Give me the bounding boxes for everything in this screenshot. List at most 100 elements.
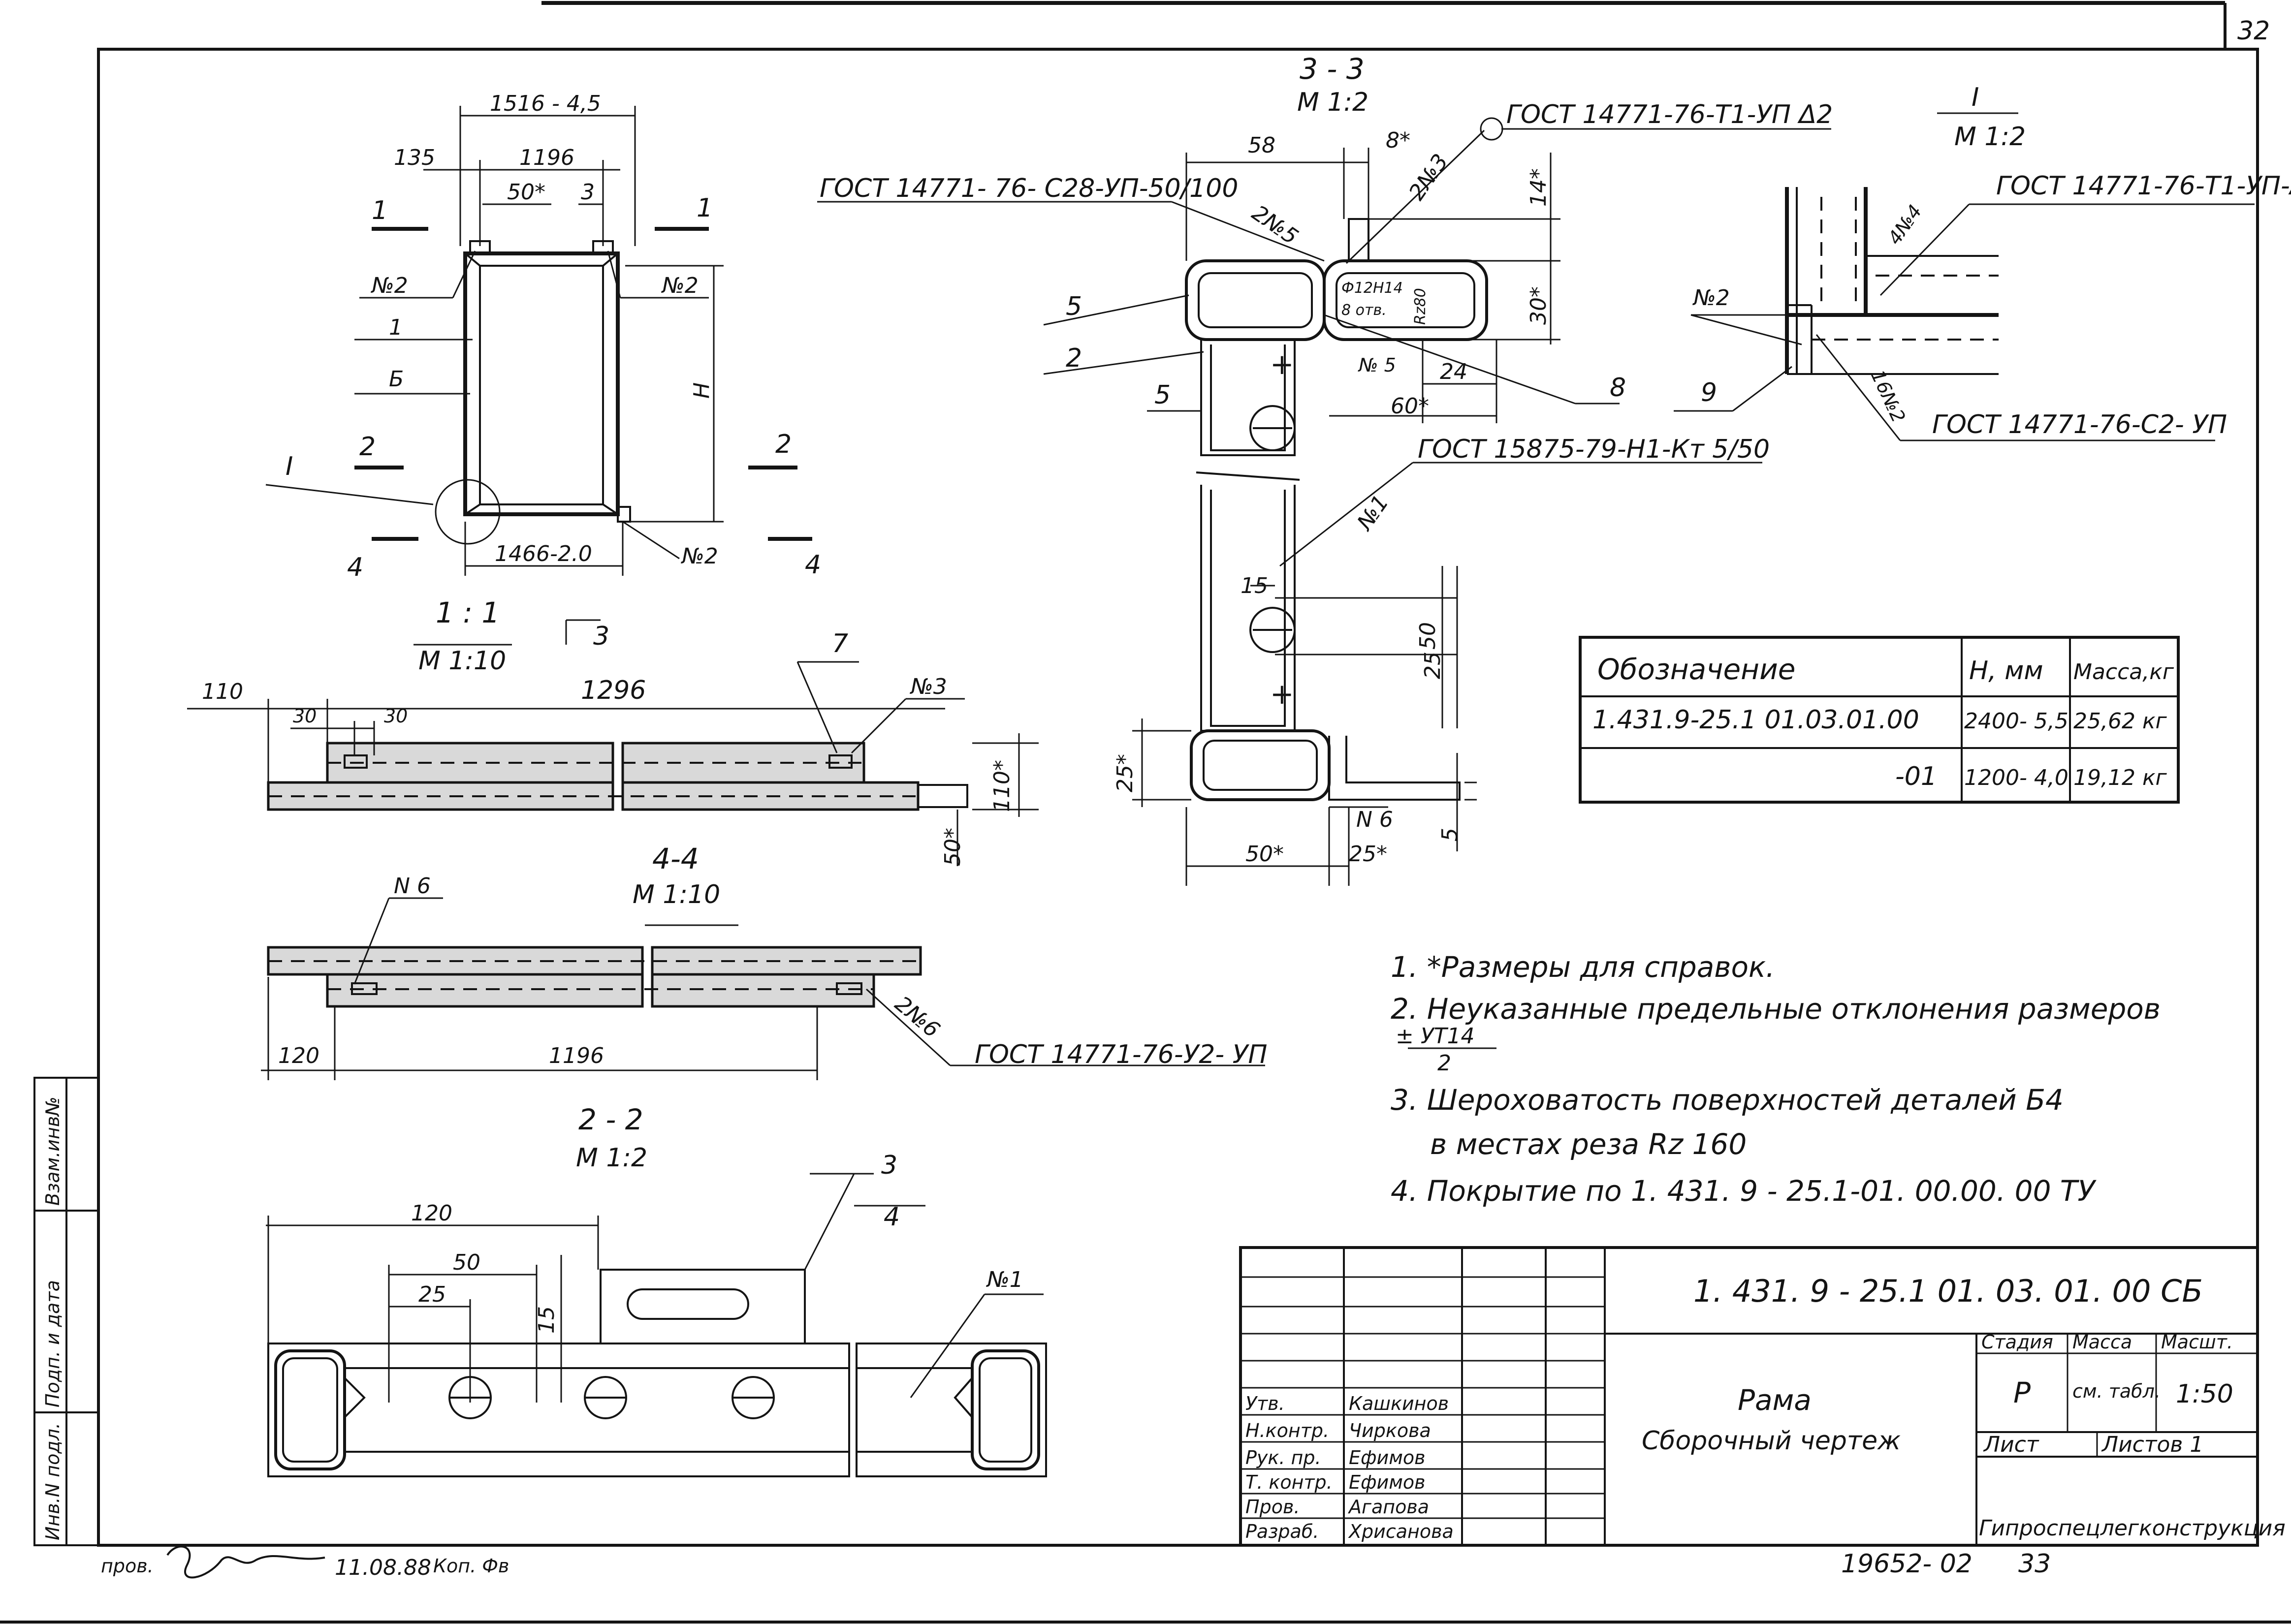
tb-stage-h: Стадия (1981, 1331, 2053, 1353)
weld-br: №2 (680, 544, 718, 569)
sec2-left: 2 (359, 432, 376, 462)
notes: 1. *Размеры для справок. 2. Неуказанные … (1391, 950, 2161, 1208)
sec22-25: 25 (418, 1282, 446, 1307)
tb-doc-code: 1. 431. 9 - 25.1 01. 03. 01. 00 СБ (1693, 1273, 2203, 1309)
detail-i-texts: I M 1:2 ГОСТ 14771-76-Т1-УП-Δ2 4№4 №2 9 … (1692, 83, 2291, 439)
sec33-58: 58 (1248, 133, 1275, 158)
sec22-pos3: 3 (881, 1151, 897, 1180)
sec22-pos4: 4 (884, 1202, 900, 1232)
note-2-den: 2 (1437, 1051, 1451, 1076)
sec33-25s-b: 25* (1349, 842, 1387, 867)
tb-name-3: Ефимов (1349, 1447, 1426, 1468)
dim-h: H (689, 382, 714, 399)
sec33-25: 25 (1420, 652, 1445, 679)
sec33-60: 60* (1391, 394, 1429, 419)
stamp-inv-podl: Инв.N подл. (42, 1423, 64, 1540)
weld-tl: №2 (370, 273, 408, 298)
sec33-no5: № 5 (1358, 354, 1396, 376)
dim-1296: 1296 (581, 676, 646, 705)
node-i: I (286, 452, 293, 481)
sec33-gost-top: ГОСТ 14771-76-Т1-УП Δ2 (1506, 100, 1833, 129)
sec33-5: 5 (1437, 828, 1463, 842)
plus-mark-b: + (1270, 677, 1294, 711)
sec33-holes: 8 отв. (1341, 302, 1387, 319)
dim-1196: 1196 (519, 145, 574, 170)
pos-7: 7 (832, 629, 848, 658)
weld-3: №3 (909, 674, 947, 699)
tb-name-5: Агапова (1347, 1496, 1429, 1518)
tb-mass-h: Масса (2072, 1331, 2132, 1353)
sec33-pos2: 2 (1066, 344, 1082, 373)
section-2-2-texts: 2 - 2 M 1:2 120 50 25 15 3 4 №1 (411, 1103, 1023, 1334)
sec33-gost-left: ГОСТ 14771- 76- С28-УП-50/100 (820, 174, 1238, 203)
dim-50s: 50* (940, 828, 965, 866)
view-title: 1 : 1 (436, 596, 500, 629)
sec44-gost: ГОСТ 14771-76-У2- УП (975, 1040, 1267, 1069)
sec44-n6: N 6 (394, 874, 431, 899)
sec4-right: 4 (805, 550, 821, 580)
tb-sheets-h: Листов 1 (2101, 1432, 2203, 1457)
spec-r1-designation: 1.431.9-25.1 01.03.01.00 (1592, 705, 1919, 735)
view-scale: M 1:10 (418, 646, 506, 676)
spec-r2-h: 1200- 4,0 (1964, 765, 2068, 790)
detail-i (1674, 112, 2255, 441)
plus-mark-a: + (1270, 347, 1294, 381)
note-1: 1. *Размеры для справок. (1391, 950, 1775, 984)
dim-overall: 1516 - 4,5 (490, 91, 601, 116)
spec-header-designation: Обозначение (1597, 653, 1795, 686)
view-frame-texts: 1516 - 4,5 135 1196 50* 3 1 1 №2 №2 1 Б … (286, 91, 821, 676)
tb-role-6: Разраб. (1245, 1521, 1319, 1542)
detail-weld16: 16№2 (1867, 367, 1909, 426)
footer-copy: Коп. Фв (433, 1555, 509, 1577)
spec-r2-designation: -01 (1895, 762, 1937, 791)
spec-r1-h: 2400- 5,5 (1964, 709, 2068, 734)
tb-subname: Сборочный чертеж (1642, 1426, 1901, 1456)
sec1-left: 1 (372, 196, 388, 225)
detail-gost-bottom: ГОСТ 14771-76-С2- УП (1932, 410, 2227, 439)
detail-weld4: 4№4 (1883, 201, 1926, 249)
sec22-50: 50 (453, 1250, 480, 1275)
section-4-4 (261, 897, 1265, 1080)
footer-num: 33 (2018, 1549, 2051, 1579)
spec-header-h: H, мм (1969, 656, 2043, 686)
tb-sheet-h: Лист (1983, 1432, 2039, 1457)
sec22-title: 2 - 2 (578, 1103, 643, 1136)
note-3b: в местах реза Rz 160 (1430, 1127, 1747, 1161)
tb-role-2: Н.контр. (1245, 1420, 1329, 1441)
dim-three: 3 (581, 180, 595, 205)
side-stamp: Инв.N подл. Подп. и дата Взам.инв№ (33, 1077, 99, 1546)
sec33-15: 15 (1241, 573, 1268, 598)
tb-name-6: Хрисанова (1348, 1521, 1454, 1542)
detail-gost-top: ГОСТ 14771-76-Т1-УП-Δ2 (1996, 171, 2291, 201)
sec33-pos5a: 5 (1066, 292, 1082, 321)
tb-role-5: Пров. (1245, 1496, 1300, 1518)
signature (166, 1545, 325, 1579)
pos-b: Б (389, 367, 404, 392)
sec33-weld3: 2№3 (1404, 150, 1453, 205)
sec33-8: 8* (1386, 128, 1410, 153)
tb-scale-h: Масшт. (2161, 1331, 2233, 1353)
section-2-2 (266, 1173, 1047, 1477)
sec2-right: 2 (775, 430, 792, 459)
view-frame-elevation (265, 106, 812, 646)
weld-tr: №2 (661, 273, 699, 298)
tb-stage: Р (2013, 1376, 2031, 1409)
note-2: 2. Неуказанные предельные отклонения раз… (1391, 992, 2161, 1026)
sec22-weld: №1 (986, 1267, 1023, 1292)
sec44-1196: 1196 (549, 1043, 604, 1068)
dim-110s: 110* (989, 760, 1015, 812)
sec33-gost-mid: ГОСТ 15875-79-Н1-Кт 5/50 (1418, 435, 1770, 464)
detail-pos9: 9 (1701, 378, 1717, 407)
sec33-n6: N 6 (1356, 807, 1393, 832)
sec22-15: 15 (534, 1306, 559, 1334)
page-number: 32 (2237, 16, 2270, 46)
tb-name-2: Чиркова (1349, 1420, 1431, 1441)
spec-r1-mass: 25,62 кг (2073, 709, 2167, 734)
title-block-texts: 1. 431. 9 - 25.1 01. 03. 01. 00 СБ Рама … (1245, 1273, 2286, 1542)
note-4: 4. Покрытие по 1. 431. 9 - 25.1-01. 00.0… (1391, 1174, 2097, 1208)
dim-30b: 30 (384, 705, 408, 727)
footer-code: 19652- 02 (1841, 1549, 1973, 1579)
sec33-weld1: №1 (1352, 491, 1394, 536)
